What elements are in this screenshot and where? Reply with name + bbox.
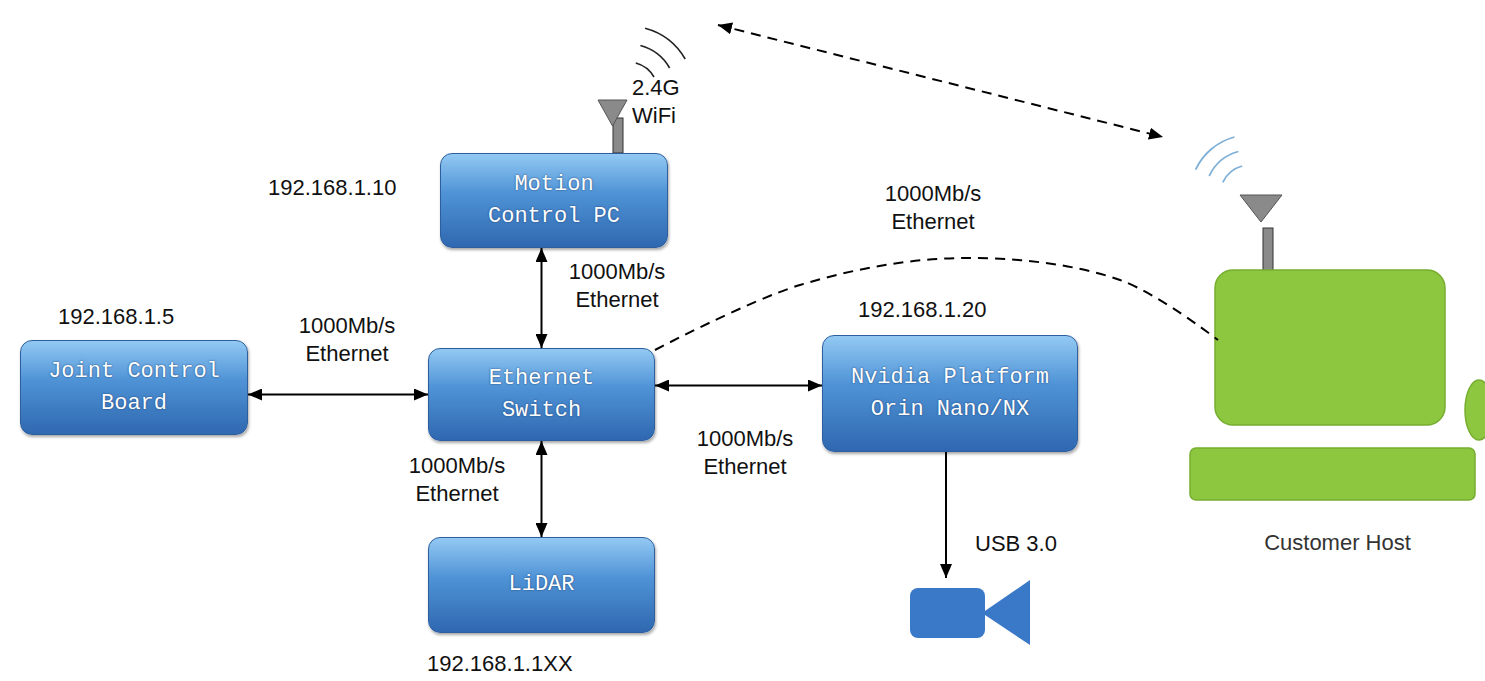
link-label: 1000Mb/s Ethernet — [868, 180, 998, 235]
link-label: 1000Mb/s Ethernet — [282, 312, 412, 367]
process-box: Motion Control PC — [440, 153, 668, 248]
process-box: Nvidia Platform Orin Nano/NX — [822, 335, 1078, 452]
switch-box: Ethernet Switch — [428, 348, 655, 441]
address-label: 192.168.1.20 — [858, 296, 986, 324]
link-label: 1000Mb/s Ethernet — [392, 452, 522, 507]
address-label: USB 3.0 — [975, 530, 1057, 558]
wifi-antenna — [598, 100, 627, 153]
link-label: 1000Mb/s Ethernet — [680, 425, 810, 480]
node-text: Ethernet Switch — [467, 363, 617, 427]
ethernet-link — [248, 394, 428, 396]
link-label: 1000Mb/s Ethernet — [552, 258, 682, 313]
node-text: Joint Control Board — [44, 356, 224, 420]
ethernet-link — [541, 441, 543, 537]
host-wifi-waves — [1196, 137, 1243, 182]
usb-arrow — [945, 452, 947, 578]
host-monitor — [1215, 270, 1445, 425]
host-keyboard — [1190, 448, 1475, 500]
camera-icon — [910, 580, 1030, 645]
ethernet-link — [655, 385, 822, 387]
node-text: LiDAR — [508, 569, 574, 601]
host-antenna — [1240, 195, 1282, 272]
address-label: 192.168.1.10 — [268, 174, 396, 202]
process-box: Joint Control Board — [20, 340, 248, 435]
ethernet-link — [541, 248, 543, 348]
node-text: Customer Host — [1260, 529, 1415, 557]
address-label: 192.168.1.1XX — [427, 650, 573, 678]
dashed-link — [718, 25, 1163, 137]
node-text: Motion Control PC — [479, 169, 629, 233]
wifi-waves — [636, 28, 685, 77]
process-box: LiDAR — [428, 537, 655, 633]
address-label: 192.168.1.5 — [58, 303, 174, 331]
node-text: Nvidia Platform Orin Nano/NX — [848, 362, 1053, 426]
antenna-label: 2.4G WiFi — [632, 74, 702, 129]
host-mouse — [1465, 380, 1485, 440]
host-computer: Customer Host — [1190, 190, 1485, 560]
